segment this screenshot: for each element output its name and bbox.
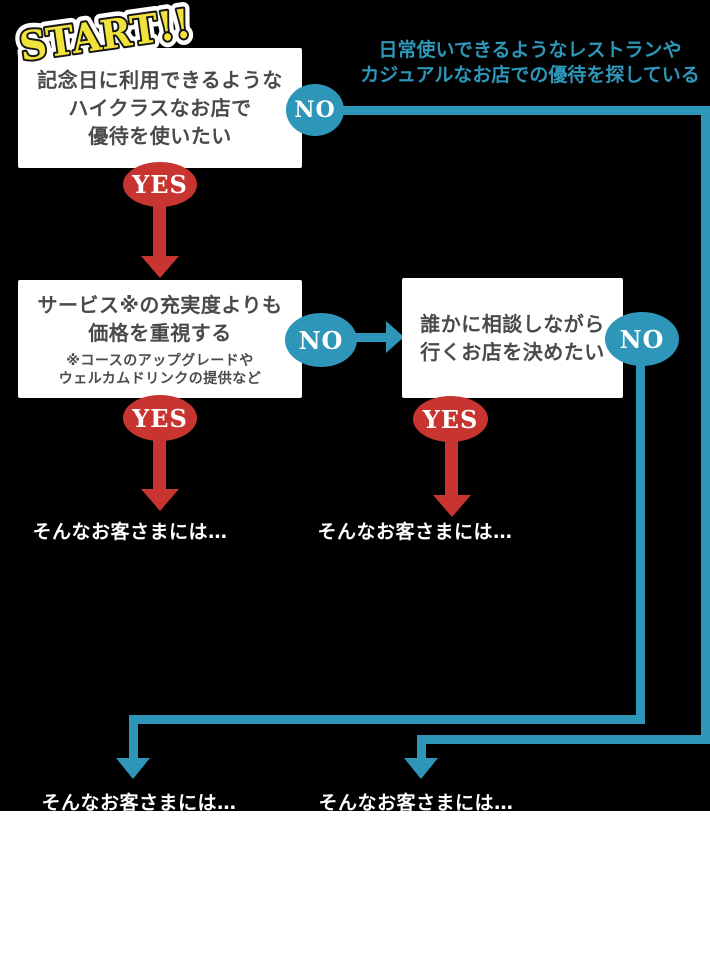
question-3-line-2: 行くお店を決めたい	[420, 340, 605, 364]
no-bubble-1: NO	[286, 84, 344, 136]
arrow-yes3-shaft	[445, 440, 458, 496]
arrowhead-down-icon	[404, 758, 438, 779]
connector-no1-vertical-right	[701, 106, 710, 744]
question-1-line-1: 記念日に利用できるような	[37, 68, 283, 92]
question-box-3: 誰かに相談しながら 行くお店を決めたい	[402, 278, 623, 398]
no1-branch-text: 日常使いできるようなレストランや カジュアルなお店での優待を探している	[354, 38, 706, 88]
connector-no3-horizontal	[129, 715, 645, 724]
result-text-4: そんなお客さまには…	[318, 792, 514, 814]
result-text-3: そんなお客さまには…	[41, 792, 237, 814]
yes-bubble-2: YES	[123, 395, 197, 441]
no-bubble-2: NO	[285, 313, 357, 367]
start-label: START!! START!!	[0, 0, 220, 91]
question-2-note-line-1: ※コースのアップグレードや	[66, 352, 254, 369]
question-2-line-2: 価格を重視する	[88, 320, 232, 345]
connector-no2-shaft	[350, 333, 387, 342]
connector-no1-drop	[417, 735, 426, 759]
result-text-1: そんなお客さまには…	[32, 521, 228, 543]
result-text-2: そんなお客さまには…	[317, 521, 513, 543]
arrowhead-down-icon	[141, 489, 179, 511]
question-1-line-2: ハイクラスなお店で	[68, 96, 252, 120]
arrowhead-down-icon	[141, 256, 179, 278]
question-box-2: サービス※の充実度よりも 価格を重視する ※コースのアップグレードや ウェルカム…	[18, 280, 302, 398]
arrow-yes1-shaft	[153, 203, 166, 257]
no-bubble-3: NO	[605, 312, 679, 366]
no1-branch-line-2: カジュアルなお店での優待を探している	[360, 64, 700, 86]
start-text: START!!	[17, 0, 194, 70]
start-text-svg: START!! START!!	[10, 0, 200, 77]
yes-bubble-1: YES	[123, 162, 197, 207]
connector-no1-horizontal-top	[315, 106, 710, 115]
arrow-yes2-shaft	[153, 438, 166, 490]
arrowhead-down-icon	[433, 495, 471, 517]
connector-no1-horizontal-bottom	[417, 735, 710, 744]
question-2-note-line-2: ウェルカムドリンクの提供など	[58, 370, 262, 387]
question-2-line-1: サービス※の充実度よりも	[37, 292, 283, 317]
arrowhead-right-icon	[386, 321, 404, 353]
no1-branch-line-1: 日常使いできるようなレストランや	[378, 39, 682, 61]
question-1-line-3: 優待を使いたい	[88, 124, 232, 148]
arrowhead-down-icon	[116, 758, 150, 779]
question-3-line-1: 誰かに相談しながら	[420, 312, 605, 336]
question-2-note: ※コースのアップグレードや ウェルカムドリンクの提供など	[59, 352, 262, 388]
yes-bubble-3: YES	[413, 396, 488, 442]
connector-no3-drop	[636, 360, 645, 724]
connector-no3-left-drop	[129, 715, 138, 759]
question-box-1: 記念日に利用できるような ハイクラスなお店で 優待を使いたい	[18, 48, 302, 168]
